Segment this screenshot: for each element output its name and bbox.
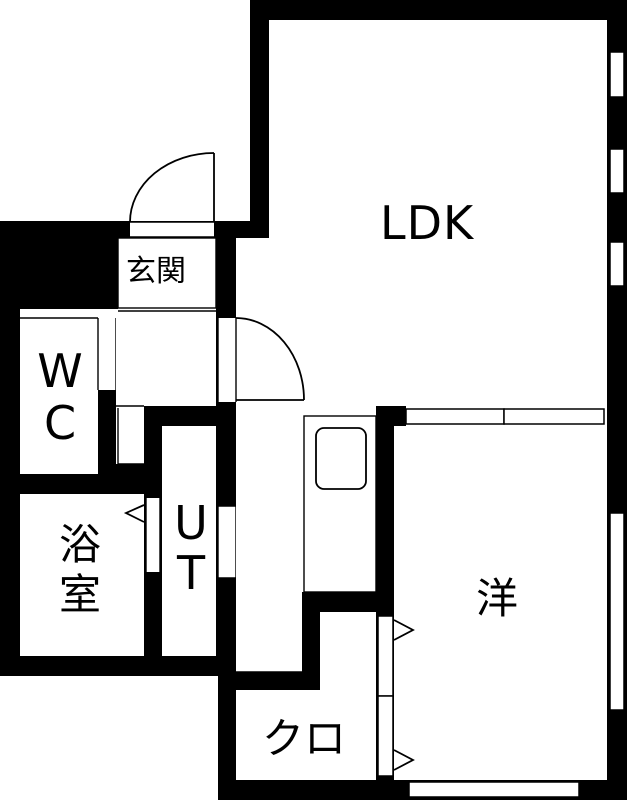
room-label-wc: W C (30, 345, 90, 449)
wc-room (20, 318, 98, 474)
window-western-east (609, 512, 625, 711)
wall-ldk-west (250, 0, 269, 238)
wall-closet-north (218, 672, 320, 690)
wall-ut-north (144, 406, 236, 426)
room-label-ut: U T (168, 498, 214, 598)
wall-wc-east (98, 388, 116, 488)
wall-closet-step (302, 592, 320, 690)
kitchen-sink-icon (315, 427, 367, 490)
genkan-floor (117, 237, 217, 309)
wall-west (0, 221, 20, 676)
closet-room (236, 690, 376, 780)
kitchen-counter (303, 415, 377, 593)
window-ldk-2 (609, 148, 625, 194)
room-label-ldk: LDK (380, 196, 475, 250)
wall-kitchen-south (302, 592, 392, 612)
wall-niche (116, 464, 146, 494)
window-ldk-3 (609, 241, 625, 287)
window-western-south (408, 781, 580, 798)
bath-door-fold-icon[interactable] (123, 504, 145, 523)
bath-room (20, 494, 144, 656)
room-label-bath-line-2: 室 (58, 570, 101, 619)
room-label-bath: 浴 室 (52, 520, 108, 620)
room-label-ut-line-2: T (176, 546, 206, 600)
wall-bath-south (0, 656, 236, 676)
room-label-western: 洋 (476, 574, 519, 623)
room-label-genkan: 玄関 (126, 254, 186, 289)
room-label-wc-line-2: C (43, 396, 77, 450)
wall-western-north (376, 406, 406, 426)
wall-genkan-east (216, 221, 236, 676)
ut-room (162, 426, 216, 656)
ldk-door-swing (235, 317, 305, 401)
room-label-wc-line-1: W (37, 344, 83, 398)
wall-ldk-north (250, 0, 627, 20)
room-label-bath-line-1: 浴 (58, 520, 101, 569)
room-label-ut-line-1: U (174, 496, 208, 550)
closet-door-fold-icon-2 (393, 749, 415, 771)
closet-door-lower[interactable] (377, 695, 394, 777)
sliding-door-left[interactable] (405, 408, 505, 425)
entrance-door-swing (129, 152, 215, 223)
closet-door-fold-icon-1 (393, 619, 415, 641)
sliding-door-right[interactable] (503, 408, 605, 425)
room-label-closet: クロ (262, 714, 347, 763)
closet-door-upper[interactable] (377, 615, 394, 697)
wall-closet-west (218, 656, 236, 800)
window-ldk-1 (609, 51, 625, 98)
